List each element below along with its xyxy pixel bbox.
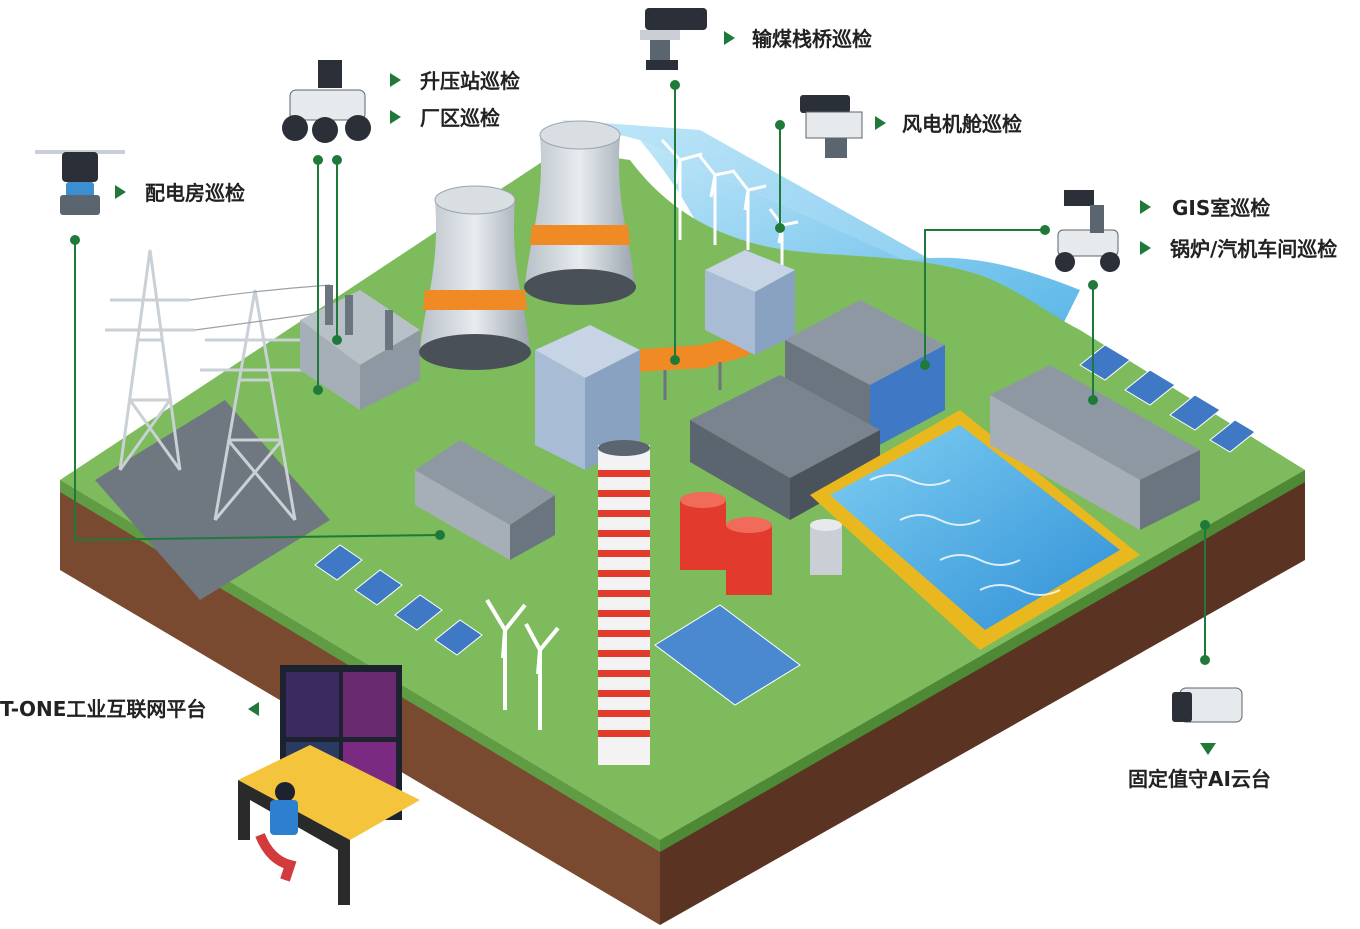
arrow-booster bbox=[390, 73, 401, 87]
warehouse-left bbox=[415, 440, 555, 560]
hydro-dam bbox=[810, 410, 1140, 650]
arrow-fixed-ptz bbox=[1200, 743, 1216, 755]
label-booster-station: 升压站巡检 bbox=[420, 69, 520, 93]
operator-workstation-icon bbox=[238, 665, 420, 905]
arrow-boiler bbox=[1140, 241, 1151, 255]
wheeled-robot-icon bbox=[282, 60, 371, 143]
arrow-platform bbox=[248, 702, 259, 716]
ground-slab bbox=[60, 120, 1305, 925]
track-camera-icon bbox=[640, 8, 707, 70]
connector-dots bbox=[70, 80, 1210, 665]
coal-trestle bbox=[630, 335, 750, 400]
nacelle-building bbox=[705, 250, 795, 355]
booster-substation bbox=[300, 285, 420, 410]
solar-panels-front bbox=[314, 544, 801, 706]
gis-building bbox=[990, 365, 1200, 530]
arrow-gis bbox=[1140, 200, 1151, 214]
cooling-towers bbox=[419, 120, 636, 370]
wind-turbines-front bbox=[485, 598, 560, 730]
arrow-nacelle bbox=[875, 116, 886, 130]
ptz-camera-icon bbox=[1172, 687, 1243, 723]
rail-robot-icon bbox=[35, 150, 125, 215]
arrow-plant bbox=[390, 110, 401, 124]
label-gis-room: GIS室巡检 bbox=[1172, 196, 1271, 220]
label-wind-nacelle: 风电机舱巡检 bbox=[902, 112, 1022, 136]
label-platform: T-ONE工业互联网平台 bbox=[0, 697, 207, 721]
office-building bbox=[535, 325, 640, 470]
connector-lines bbox=[74, 85, 1206, 660]
label-distribution-room: 配电房巡检 bbox=[145, 181, 245, 205]
arrow-coal bbox=[724, 31, 735, 45]
boiler-building bbox=[690, 300, 945, 520]
nacelle-robot-icon bbox=[800, 95, 863, 158]
chimney bbox=[598, 440, 650, 765]
storage-tanks bbox=[680, 492, 842, 595]
label-plant-area: 厂区巡检 bbox=[420, 106, 500, 130]
arrow-distribution bbox=[115, 185, 126, 199]
label-boiler-turbine: 锅炉/汽机车间巡检 bbox=[1170, 237, 1338, 261]
label-coal-trestle: 输煤栈桥巡检 bbox=[752, 27, 872, 51]
label-fixed-ptz: 固定值守AI云台 bbox=[1128, 767, 1271, 791]
gis-robot-icon bbox=[1055, 190, 1120, 272]
